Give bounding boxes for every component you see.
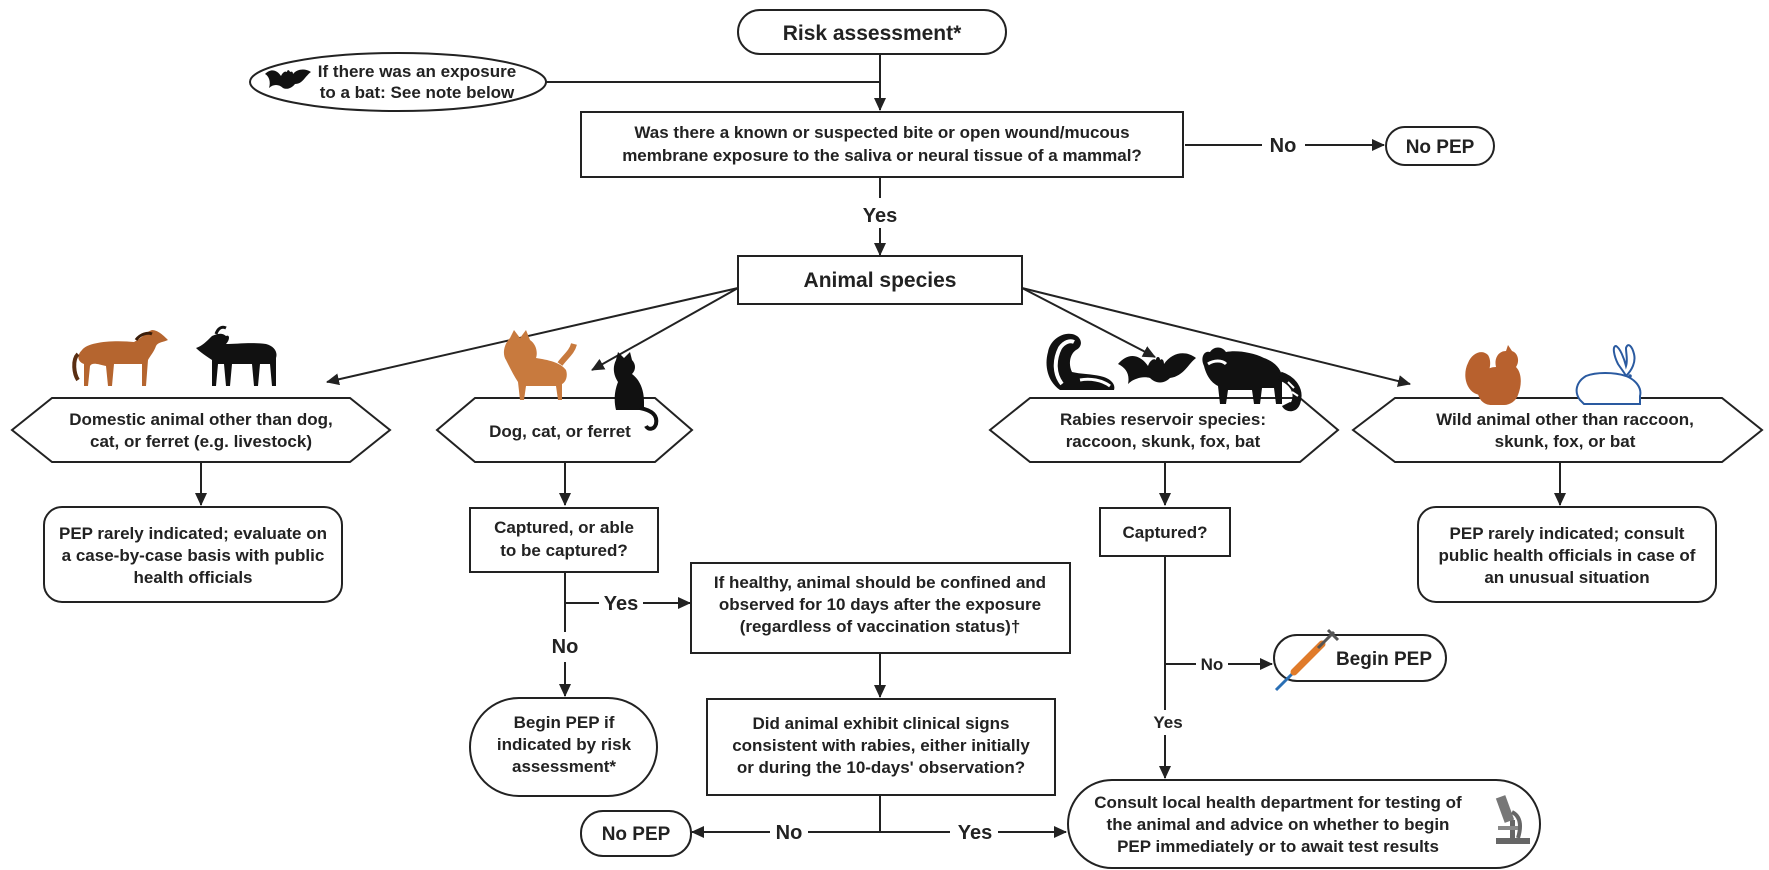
node-domestic-outcome: PEP rarely indicated; evaluate on a case… (43, 506, 343, 603)
node-exposure-question: Was there a known or suspected bite or o… (580, 111, 1184, 178)
edge-species-wild (1021, 287, 1411, 387)
clinical-line-1: Did animal exhibit clinical signs (753, 714, 1010, 733)
label-yes-exposure: Yes (863, 205, 897, 227)
node-begin-pep: Begin PEP (1273, 628, 1447, 692)
node-domestic-animal: Domestic animal other than dog, cat, or … (10, 397, 392, 463)
cat-icon (613, 352, 659, 431)
node-consult-health-dept: Consult local health department for test… (1067, 779, 1541, 869)
label-yes-clinical: Yes (958, 822, 992, 844)
raccoon-icon (1202, 347, 1302, 412)
domestic-out-line-3: health officials (133, 568, 252, 587)
bat-note-line-1: If there was an exposure (318, 62, 516, 81)
bat-icon (265, 69, 311, 89)
label-yes-reservoir: Yes (1153, 713, 1182, 732)
edges (195, 54, 1566, 838)
consult-line-1: Consult local health department for test… (1094, 793, 1462, 812)
goat-icon (196, 325, 277, 386)
node-reservoir-species: Rabies reservoir species: raccoon, skunk… (988, 397, 1340, 463)
question-line-1: Was there a known or suspected bite or o… (634, 123, 1129, 142)
node-animal-species: Animal species (737, 255, 1023, 305)
bat-icon (1118, 353, 1196, 384)
label-no-exposure: No (1270, 135, 1297, 157)
domestic-out-line-1: PEP rarely indicated; evaluate on (59, 524, 327, 543)
node-risk-assessment: Risk assessment* (737, 9, 1007, 55)
node-dog-cat-ferret: Dog, cat, or ferret (435, 397, 694, 463)
label-no-reservoir: No (1201, 655, 1224, 674)
begin-pep-if-line-1: Begin PEP if (514, 713, 615, 732)
node-no-pep-top: No PEP (1385, 126, 1495, 166)
node-no-pep-bottom: No PEP (580, 810, 692, 857)
skunk-icon (1046, 333, 1115, 390)
confine-line-3: (regardless of vaccination status)† (740, 617, 1021, 636)
reservoir-captured-text: Captured? (1123, 523, 1208, 542)
edge-species-dog (591, 287, 739, 371)
node-confine-observe: If healthy, animal should be confined an… (690, 562, 1071, 654)
risk-assessment-text: Risk assessment* (783, 22, 962, 45)
reservoir-line-2: raccoon, skunk, fox, bat (1066, 432, 1261, 451)
wild-out-line-1: PEP rarely indicated; consult (1450, 524, 1685, 543)
bat-note-line-2: to a bat: See note below (320, 83, 515, 102)
clinical-line-2: consistent with rabies, either initially (732, 736, 1030, 755)
wild-out-line-2: public health officials in case of (1439, 546, 1696, 565)
clinical-line-3: or during the 10-days' observation? (737, 758, 1025, 777)
squirrel-icon (1465, 345, 1521, 405)
node-captured-question: Captured, or able to be captured? (469, 507, 659, 573)
begin-pep-text: Begin PEP (1336, 649, 1432, 670)
question-line-2: membrane exposure to the saliva or neura… (622, 146, 1142, 165)
microscope-icon (1495, 795, 1530, 844)
no-pep-top-text: No PEP (1406, 137, 1475, 158)
confine-line-1: If healthy, animal should be confined an… (714, 573, 1046, 592)
node-bat-note: If there was an exposure to a bat: See n… (249, 52, 547, 112)
horse-icon (72, 330, 168, 386)
captured-q-line-1: Captured, or able (494, 518, 634, 537)
node-clinical-question: Did animal exhibit clinical signs consis… (706, 698, 1056, 796)
node-begin-pep-if: Begin PEP if indicated by risk assessmen… (469, 697, 658, 797)
captured-q-line-2: to be captured? (500, 541, 628, 560)
wild-line-1: Wild animal other than raccoon, (1436, 410, 1694, 429)
no-pep-bottom-text: No PEP (602, 824, 671, 845)
animal-species-text: Animal species (804, 269, 957, 292)
begin-pep-if-line-3: assessment* (512, 757, 616, 776)
consult-line-2: the animal and advice on whether to begi… (1107, 815, 1450, 834)
wild-out-line-3: an unusual situation (1484, 568, 1649, 587)
confine-line-2: observed for 10 days after the exposure (719, 595, 1041, 614)
begin-pep-if-line-2: indicated by risk (497, 735, 632, 754)
node-wild-outcome: PEP rarely indicated; consult public hea… (1417, 506, 1717, 603)
consult-line-3: PEP immediately or to await test results (1117, 837, 1439, 856)
rabbit-icon (1575, 344, 1642, 405)
domestic-line-1: Domestic animal other than dog, (69, 410, 333, 429)
label-yes-captured: Yes (604, 593, 638, 615)
domestic-out-line-2: a case-by-case basis with public (62, 546, 325, 565)
node-reservoir-captured: Captured? (1099, 507, 1231, 557)
edge-species-domestic (326, 287, 739, 386)
wild-line-2: skunk, fox, or bat (1495, 432, 1636, 451)
dog-icon (503, 330, 577, 400)
dog-cat-ferret-text: Dog, cat, or ferret (489, 422, 631, 441)
label-no-clinical: No (776, 822, 803, 844)
domestic-line-2: cat, or ferret (e.g. livestock) (90, 432, 312, 451)
label-no-captured: No (552, 636, 579, 658)
edge-species-reservoir (1021, 287, 1156, 358)
syringe-icon (1274, 628, 1340, 692)
node-wild-animal: Wild animal other than raccoon, skunk, f… (1351, 397, 1764, 463)
edge-labels: No Yes Yes No No Yes No Yes (552, 135, 1297, 844)
reservoir-line-1: Rabies reservoir species: (1060, 410, 1266, 429)
